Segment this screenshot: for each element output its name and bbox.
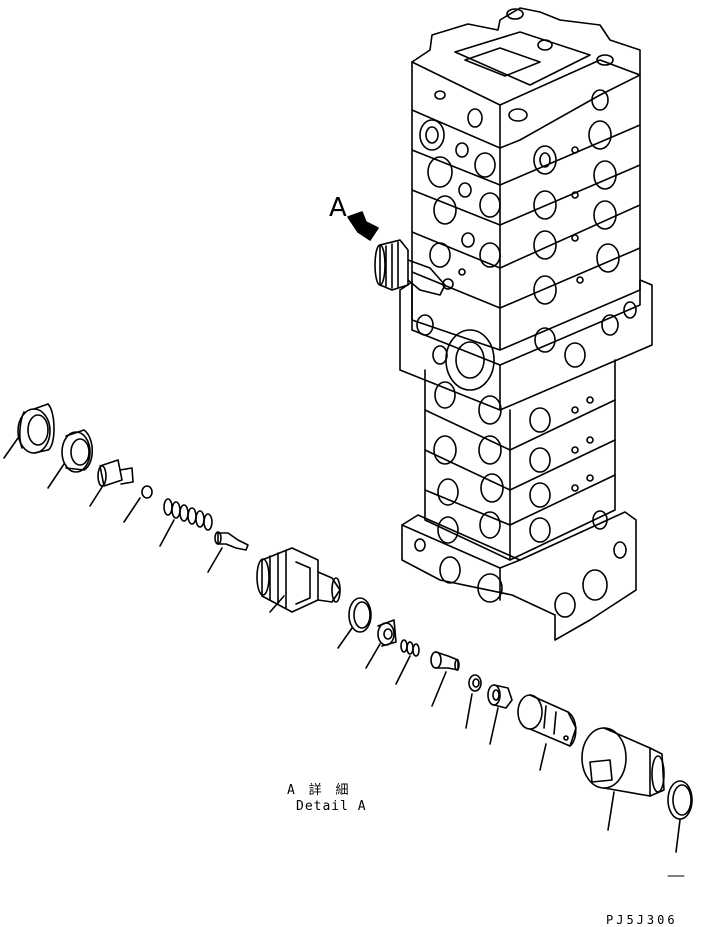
part-ball [123,485,153,523]
part-spring-small [395,639,420,685]
part-o-ring-large [337,597,372,649]
part-pin-piston [430,651,460,707]
detail-title-en: Detail A [296,799,367,814]
part-ring-small [465,674,482,729]
part-nut-large [3,403,55,459]
part-cylinder-body [581,727,665,831]
part-washer [365,619,397,669]
part-plug-pilot [89,459,134,507]
part-spring [159,498,213,547]
part-o-ring-end [667,780,693,853]
callout-letter: A [329,193,347,223]
callout-arrow-icon [347,211,379,241]
part-piston-main [517,694,577,771]
detail-title-jp: A 詳 細 [287,783,352,798]
drawing-code: PJ5J306 [606,913,678,927]
part-sleeve-small [487,684,513,745]
control-valve-assembly [374,7,653,641]
part-valve-body [256,547,341,613]
part-needle-valve [207,531,249,573]
part-ring-cap [47,429,94,489]
